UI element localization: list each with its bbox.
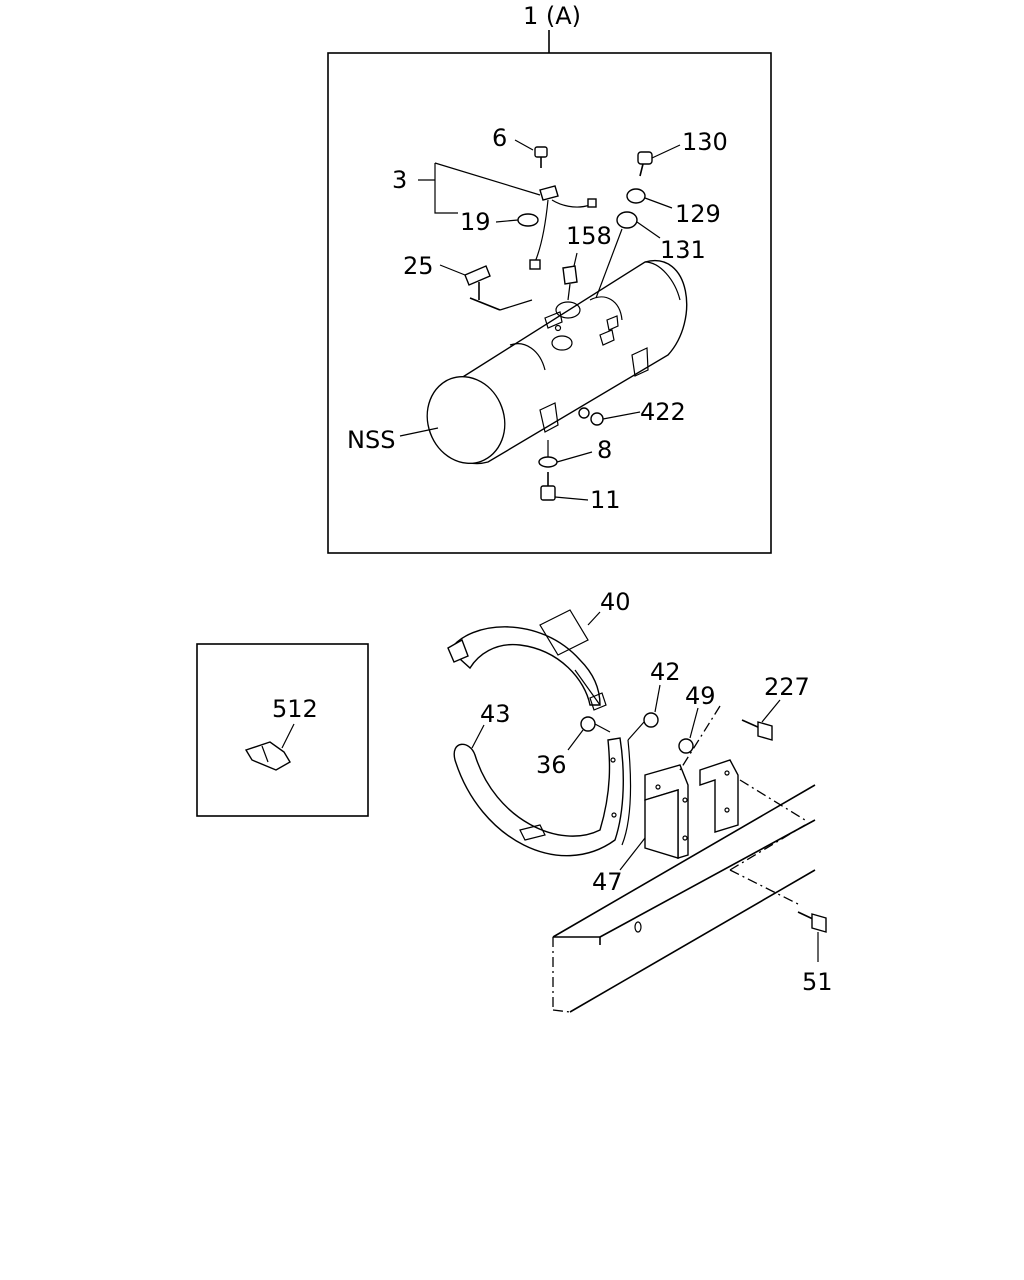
label-422: 422 xyxy=(640,398,686,426)
label-51: 51 xyxy=(802,968,833,996)
label-43: 43 xyxy=(480,700,511,728)
label-3: 3 xyxy=(392,166,407,194)
label-131: 131 xyxy=(660,236,706,264)
label-512: 512 xyxy=(272,695,318,723)
part-49-nut: 49 xyxy=(678,682,716,754)
label-11: 11 xyxy=(590,486,621,514)
detail-box-512: 512 xyxy=(196,643,369,817)
label-25: 25 xyxy=(403,252,434,280)
part-422-plug: 422 xyxy=(590,398,686,426)
part-6-screw: 6 xyxy=(492,124,548,168)
label-nss: NSS xyxy=(347,426,395,454)
label-19: 19 xyxy=(460,208,491,236)
part-47-bracket: 47 xyxy=(592,705,806,896)
part-43-lower-strap: 43 xyxy=(453,700,632,857)
frame-rail xyxy=(552,784,816,1013)
label-assembly: 1 (A) xyxy=(523,2,581,30)
part-129-washer: 129 xyxy=(626,188,721,228)
label-130: 130 xyxy=(682,128,728,156)
label-8: 8 xyxy=(597,436,612,464)
part-42-nut: 42 xyxy=(627,658,681,741)
part-nss: NSS xyxy=(347,426,439,454)
label-36: 36 xyxy=(536,751,567,779)
label-47: 47 xyxy=(592,868,623,896)
part-130-bolt: 130 xyxy=(637,128,728,177)
part-19-gasket: 19 xyxy=(460,208,539,236)
part-158-valve: 158 xyxy=(562,222,612,301)
part-11-bolt: 11 xyxy=(540,472,621,514)
part-40-upper-strap: 40 xyxy=(447,588,631,711)
label-158: 158 xyxy=(566,222,612,250)
part-227-bolt: 227 xyxy=(741,673,810,741)
part-3-sender-unit: 3 xyxy=(392,162,597,270)
assembly-box: 1 (A) xyxy=(327,2,772,554)
part-36-nut: 36 xyxy=(536,716,611,779)
label-42: 42 xyxy=(650,658,681,686)
part-51-bolt: 51 xyxy=(797,911,833,996)
label-6: 6 xyxy=(492,124,507,152)
part-131-ring: 131 xyxy=(595,211,706,299)
part-25-cap: 25 xyxy=(403,252,533,311)
label-40: 40 xyxy=(600,588,631,616)
label-49: 49 xyxy=(685,682,716,710)
label-227: 227 xyxy=(764,673,810,701)
part-8-washer: 8 xyxy=(538,436,612,468)
label-129: 129 xyxy=(675,200,721,228)
fuel-tank xyxy=(426,259,688,465)
